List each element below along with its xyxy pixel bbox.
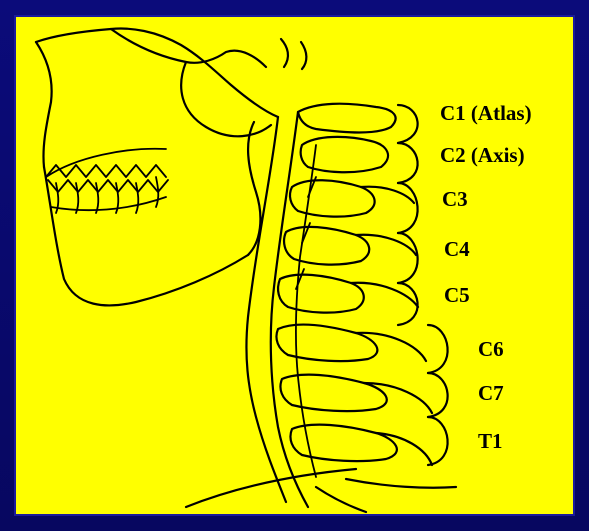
label-c2-axis: C2 (Axis) <box>440 145 525 166</box>
label-c7: C7 <box>478 383 504 404</box>
label-c5: C5 <box>444 285 470 306</box>
label-c4: C4 <box>444 239 470 260</box>
diagram-panel: C1 (Atlas) C2 (Axis) C3 C4 C5 C6 C7 T1 <box>14 15 575 516</box>
label-c6: C6 <box>478 339 504 360</box>
vertebrae <box>276 104 432 477</box>
shoulder-outline <box>186 469 456 512</box>
label-t1: T1 <box>478 431 503 452</box>
label-c1-atlas: C1 (Atlas) <box>440 103 532 124</box>
teeth <box>46 149 168 213</box>
label-c3: C3 <box>442 189 468 210</box>
